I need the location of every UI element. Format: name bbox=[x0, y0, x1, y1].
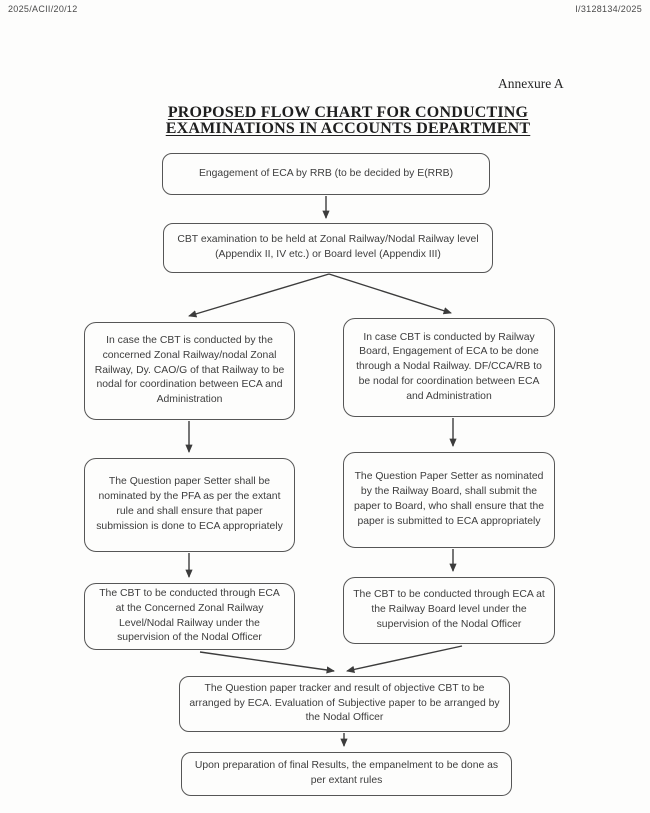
flow-node-final-empanelment: Upon preparation of final Results, the e… bbox=[181, 752, 512, 796]
flow-node-railway-board-case: In case CBT is conducted by Railway Boar… bbox=[343, 318, 555, 417]
arrow-cbt-exam-to-right-conduct bbox=[328, 273, 452, 315]
flow-node-cbt-zonal-level: The CBT to be conducted through ECA at t… bbox=[84, 583, 295, 650]
file-reference-left: 2025/ACII/20/12 bbox=[8, 4, 78, 14]
file-reference-right: I/3128134/2025 bbox=[575, 4, 642, 14]
flow-node-paper-setter-pfa: The Question paper Setter shall be nomin… bbox=[84, 458, 295, 552]
flow-node-eca-engagement: Engagement of ECA by RRB (to be decided … bbox=[162, 153, 490, 195]
page-title-line-2: EXAMINATIONS IN ACCOUNTS DEPARTMENT bbox=[165, 119, 531, 137]
arrow-right-cbt-to-tracker bbox=[346, 645, 463, 673]
flow-node-result-tracker: The Question paper tracker and result of… bbox=[179, 676, 510, 732]
flow-node-zonal-railway-case: In case the CBT is conducted by the conc… bbox=[84, 322, 295, 420]
page-title-line-1: PROPOSED FLOW CHART FOR CONDUCTING bbox=[167, 104, 529, 121]
arrow-cbt-exam-to-left-conduct bbox=[188, 273, 330, 318]
flow-node-paper-setter-board: The Question Paper Setter as nominated b… bbox=[343, 452, 555, 548]
flow-node-cbt-exam-level: CBT examination to be held at Zonal Rail… bbox=[163, 223, 493, 273]
flow-node-cbt-board-level: The CBT to be conducted through ECA at t… bbox=[343, 577, 555, 644]
page-title: PROPOSED FLOW CHART FOR CONDUCTING EXAMI… bbox=[23, 105, 650, 136]
arrow-left-cbt-to-tracker bbox=[199, 651, 335, 674]
annexure-label: Annexure A bbox=[498, 76, 564, 91]
